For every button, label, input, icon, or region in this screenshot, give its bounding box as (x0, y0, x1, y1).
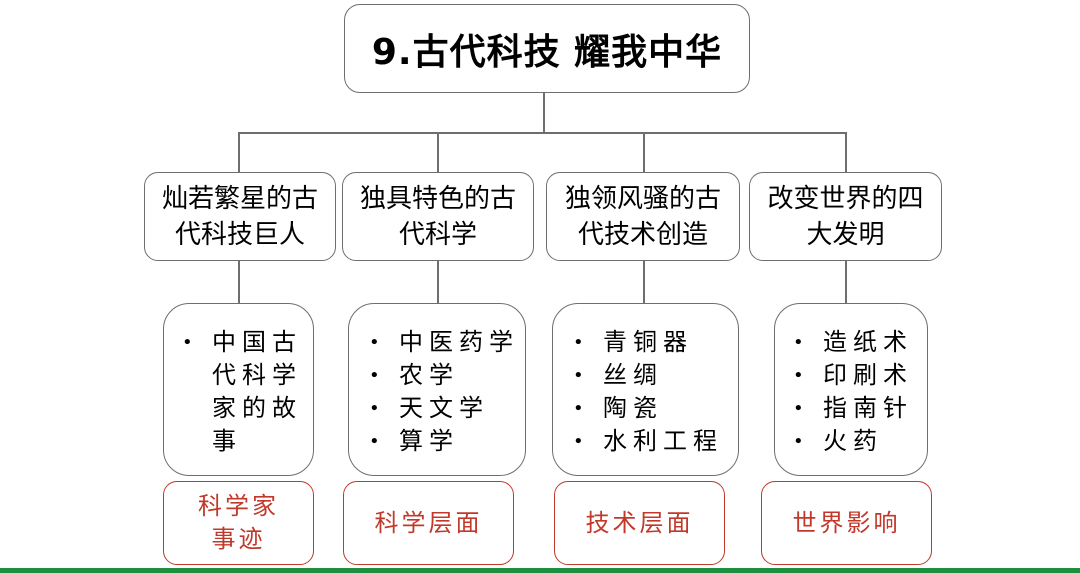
bullet-icon: • (793, 332, 804, 353)
category-box-3: 独领风骚的古 代技术创造 (546, 172, 740, 261)
list-item: • 陶瓷 (573, 392, 723, 425)
list-item-text: 火药 (823, 427, 883, 455)
connector-title-down (543, 93, 545, 133)
list-box-3: • 青铜器 • 丝绸 • 陶瓷 • 水利工程 (552, 303, 739, 476)
list-item-text: 造纸术 (823, 328, 913, 356)
connector-branch-1 (238, 132, 240, 172)
bullet-icon: • (573, 332, 584, 353)
list-item-text: 水利工程 (603, 427, 723, 455)
bullet-icon: • (369, 431, 380, 452)
category-line: 独具特色的古 (359, 183, 516, 214)
item-list: • 青铜器 • 丝绸 • 陶瓷 • 水利工程 (573, 326, 723, 458)
bullet-icon: • (793, 365, 804, 386)
list-item: • 造纸术 (793, 326, 913, 359)
category-line: 改变世界的四 (767, 183, 924, 214)
item-list: • 中国古代科学家的故事 (182, 326, 308, 458)
bottom-accent-bar (0, 568, 1080, 573)
list-item: • 天文学 (369, 392, 519, 425)
item-list: • 中医药学 • 农学 • 天文学 • 算学 (369, 326, 519, 458)
category-line: 代科学 (398, 219, 477, 250)
connector-cat-list-4 (845, 261, 847, 303)
list-item: • 丝绸 (573, 359, 723, 392)
list-item: • 指南针 (793, 392, 913, 425)
tag-line: 事迹 (211, 525, 266, 553)
category-box-1: 灿若繁星的古 代科技巨人 (144, 172, 336, 261)
list-item-text: 青铜器 (603, 328, 693, 356)
list-item: • 水利工程 (573, 425, 723, 458)
list-box-4: • 造纸术 • 印刷术 • 指南针 • 火药 (774, 303, 928, 476)
list-item-text: 算学 (399, 427, 459, 455)
list-item-text: 中医药学 (399, 328, 519, 356)
bullet-icon: • (793, 431, 804, 452)
bullet-icon: • (793, 398, 804, 419)
category-box-4: 改变世界的四 大发明 (749, 172, 942, 261)
connector-cat-list-3 (643, 261, 645, 303)
list-item-text: 指南针 (823, 394, 913, 422)
bullet-icon: • (369, 332, 380, 353)
tag-line: 科学家 (198, 492, 279, 520)
diagram-title: 9.古代科技 耀我中华 (371, 31, 723, 73)
category-line: 独领风骚的古 (564, 183, 721, 214)
tag-box-4: 世界影响 (761, 481, 932, 565)
bullet-icon: • (573, 431, 584, 452)
category-line: 代技术创造 (577, 219, 708, 250)
title-box: 9.古代科技 耀我中华 (344, 4, 750, 93)
list-item-text: 天文学 (399, 394, 489, 422)
list-item: • 青铜器 (573, 326, 723, 359)
category-line: 灿若繁星的古 (161, 183, 318, 214)
connector-branch-4 (845, 132, 847, 172)
list-item-text: 农学 (399, 361, 459, 389)
list-item: • 农学 (369, 359, 519, 392)
list-box-1: • 中国古代科学家的故事 (163, 303, 314, 476)
bullet-icon: • (369, 365, 380, 386)
bullet-icon: • (182, 332, 193, 353)
tag-line: 世界影响 (792, 508, 901, 537)
list-item-text: 陶瓷 (603, 394, 663, 422)
category-line: 代科技巨人 (174, 219, 305, 250)
list-box-2: • 中医药学 • 农学 • 天文学 • 算学 (348, 303, 526, 476)
tag-line: 科学层面 (374, 508, 483, 537)
tag-box-3: 技术层面 (554, 481, 725, 565)
connector-cat-list-1 (238, 261, 240, 303)
list-item-text: 印刷术 (823, 361, 913, 389)
connector-branch-3 (643, 132, 645, 172)
list-item: • 火药 (793, 425, 913, 458)
connector-horizontal-bar (238, 132, 846, 134)
connector-cat-list-2 (437, 261, 439, 303)
category-box-2: 独具特色的古 代科学 (342, 172, 534, 261)
category-line: 大发明 (806, 219, 885, 250)
list-item-text: 丝绸 (603, 361, 663, 389)
tag-box-1: 科学家 事迹 (163, 481, 314, 565)
bullet-icon: • (573, 365, 584, 386)
list-item: • 中国古代科学家的故事 (182, 326, 308, 458)
list-item-text: 中国古代科学家的故事 (212, 328, 302, 455)
list-item: • 中医药学 (369, 326, 519, 359)
list-item: • 印刷术 (793, 359, 913, 392)
connector-branch-2 (437, 132, 439, 172)
tag-box-2: 科学层面 (343, 481, 514, 565)
item-list: • 造纸术 • 印刷术 • 指南针 • 火药 (793, 326, 913, 458)
bullet-icon: • (573, 398, 584, 419)
bullet-icon: • (369, 398, 380, 419)
tag-line: 技术层面 (585, 508, 694, 537)
list-item: • 算学 (369, 425, 519, 458)
